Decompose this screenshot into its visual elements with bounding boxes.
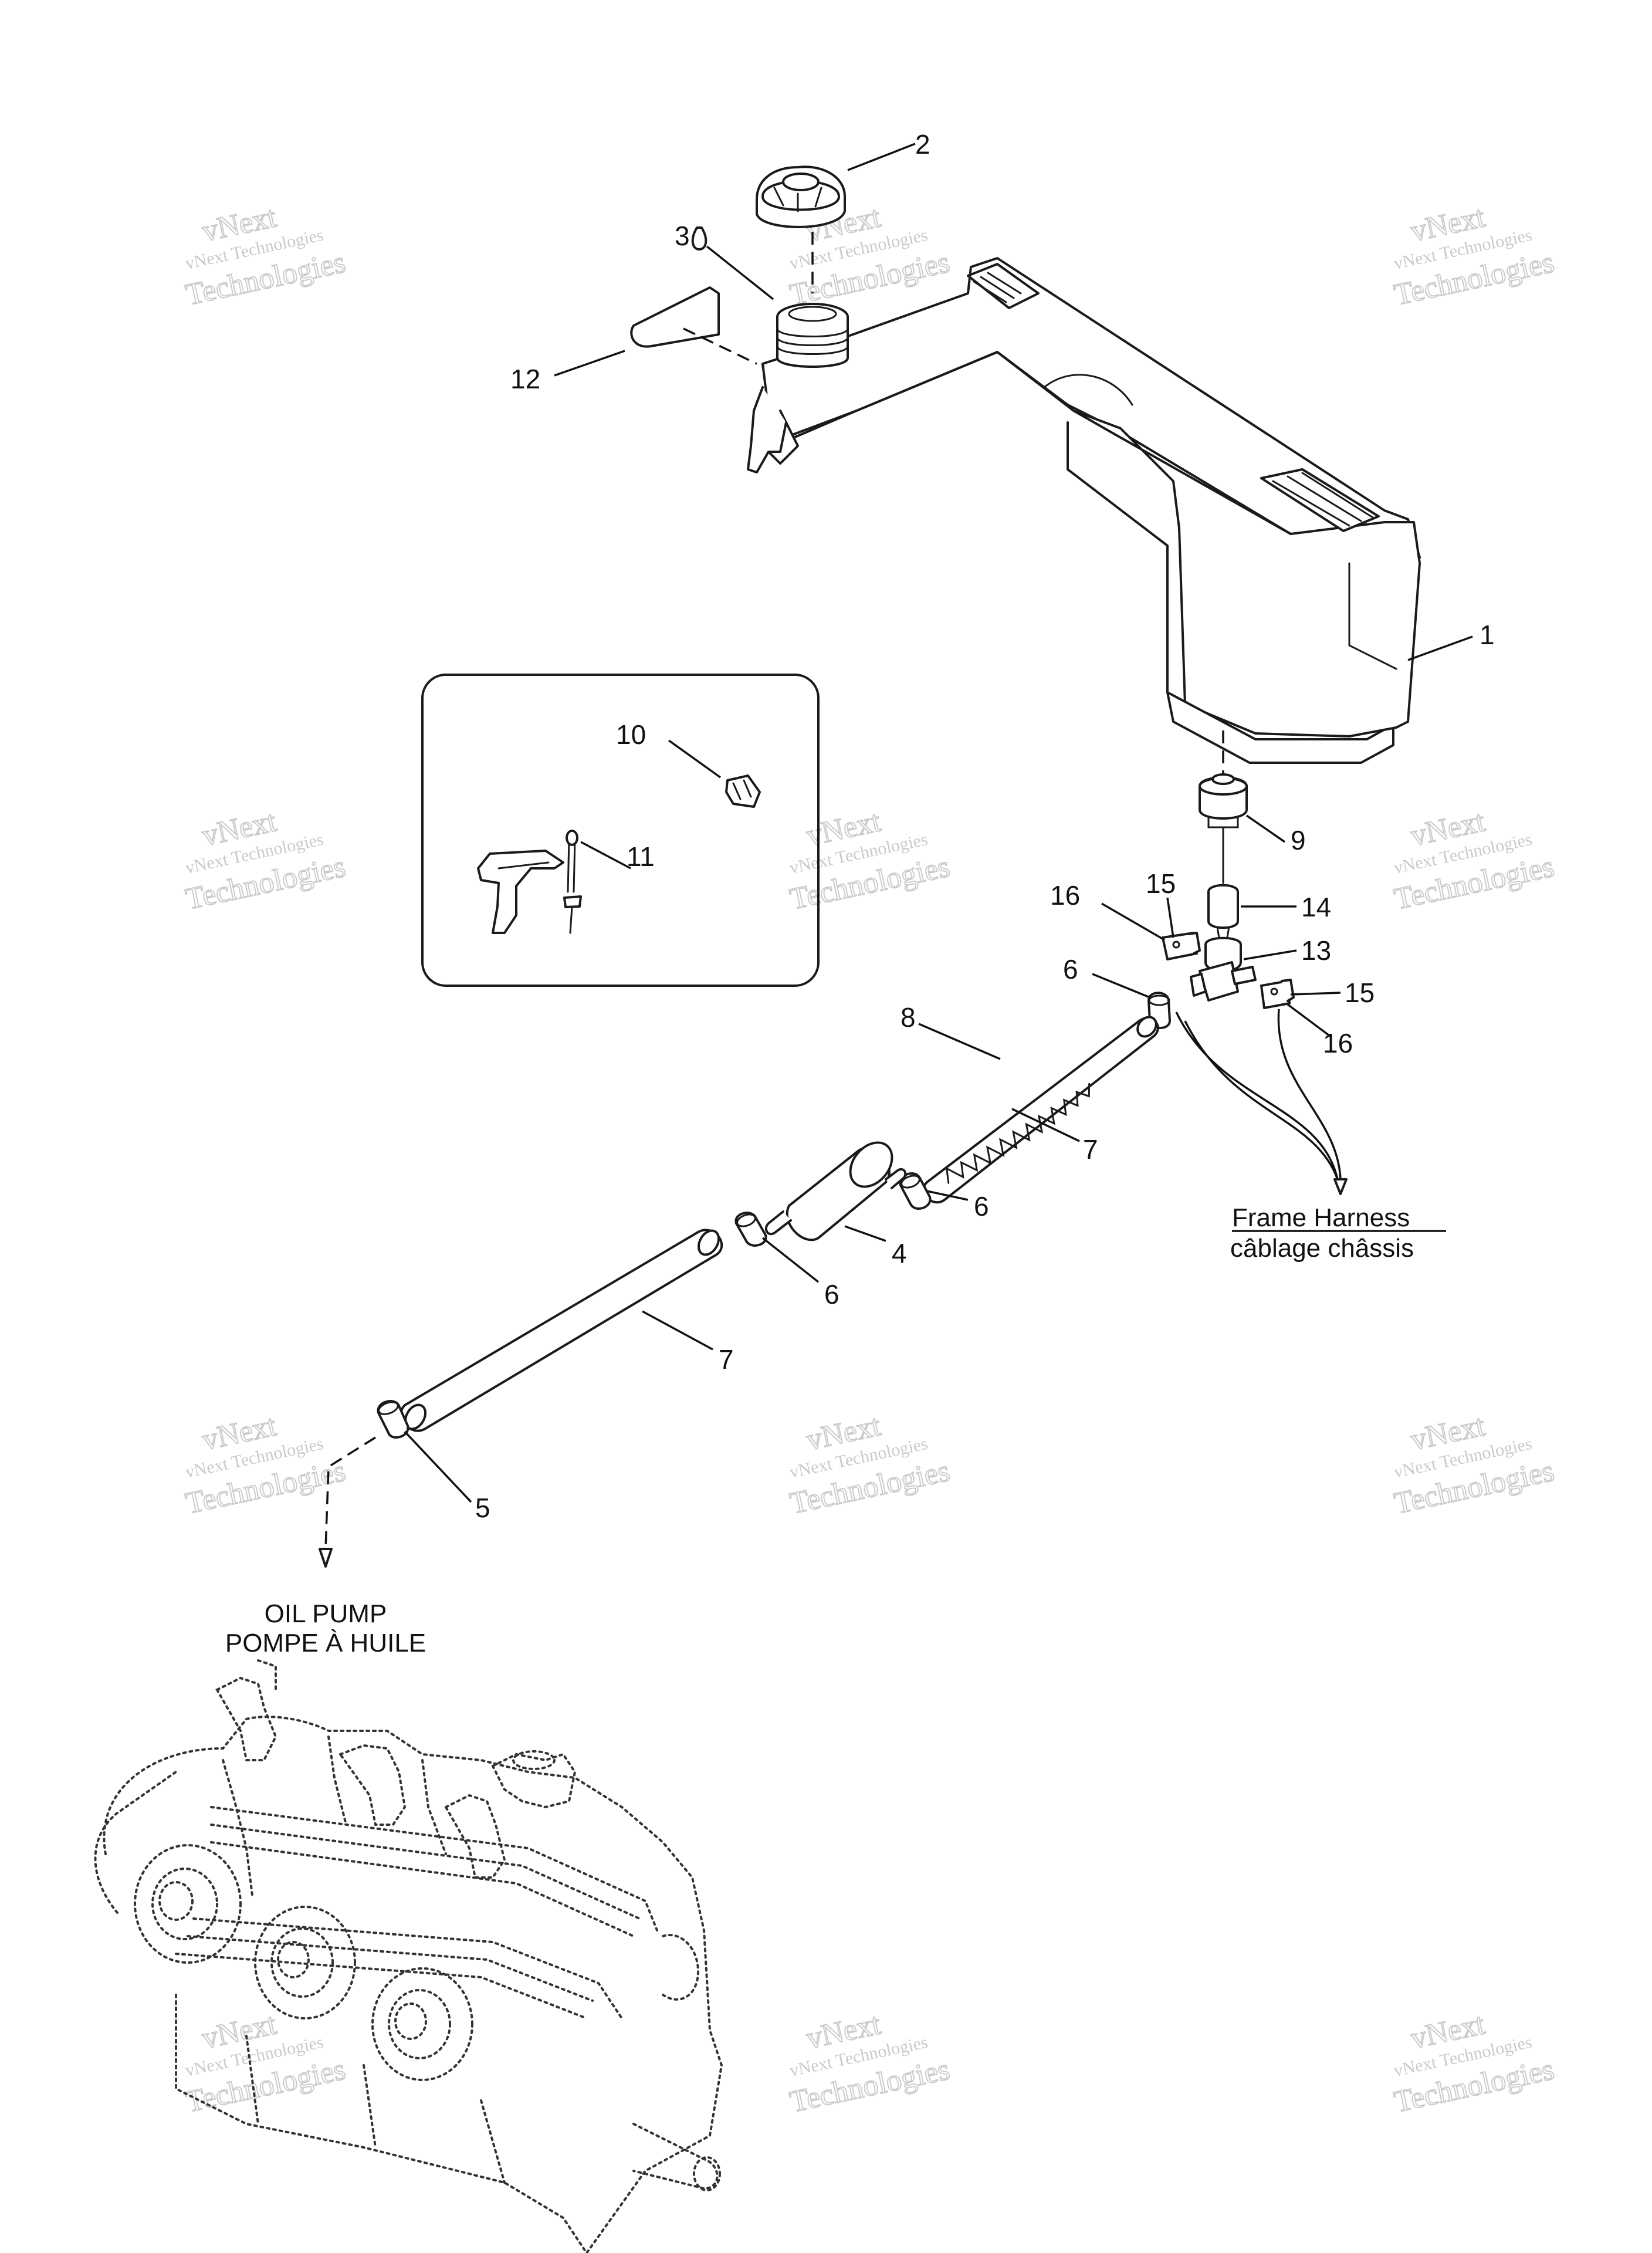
watermark: vNext vNext Technologies Technologies bbox=[787, 2007, 953, 2120]
inset-detail-box bbox=[421, 674, 820, 987]
callout-15-left: 15 bbox=[1146, 868, 1176, 899]
callout-6-upper: 6 bbox=[1063, 954, 1078, 985]
frame-harness-caption: Frame Harness câblage châssis bbox=[1230, 1203, 1446, 1263]
callout-1: 1 bbox=[1480, 620, 1495, 650]
frame-harness-label: Frame Harness bbox=[1232, 1203, 1410, 1232]
to-oil-pump-line bbox=[324, 1436, 376, 1550]
callout-2: 2 bbox=[915, 129, 930, 160]
connector-left-part[interactable] bbox=[1162, 932, 1201, 960]
gasket-part[interactable] bbox=[691, 226, 707, 251]
leader-lines bbox=[404, 143, 1473, 1503]
callout-3: 3 bbox=[675, 221, 690, 251]
callout-14: 14 bbox=[1301, 892, 1331, 922]
callout-7-lower: 7 bbox=[719, 1344, 734, 1375]
callout-11: 11 bbox=[627, 841, 655, 872]
callout-16-right: 16 bbox=[1323, 1028, 1353, 1058]
callout-8: 8 bbox=[901, 1002, 916, 1033]
engine-phantom-drawing bbox=[94, 1659, 723, 2253]
oil-pump-label: OIL PUMP bbox=[265, 1599, 387, 1628]
frame-harness-label-fr: câblage châssis bbox=[1230, 1234, 1414, 1263]
oil-filter-part[interactable] bbox=[764, 1135, 907, 1241]
watermark: vNext vNext Technologies Technologies bbox=[182, 804, 349, 917]
callout-7-upper: 7 bbox=[1083, 1134, 1098, 1165]
callout-13: 13 bbox=[1301, 935, 1331, 966]
watermark: vNext vNext Technologies Technologies bbox=[787, 804, 953, 917]
watermark: vNext vNext Technologies Technologies bbox=[182, 1408, 349, 1521]
clamp-pump-part[interactable] bbox=[377, 1400, 409, 1439]
filler-neck bbox=[776, 303, 849, 368]
harness-wire-left bbox=[1175, 1012, 1339, 1180]
callout-5: 5 bbox=[475, 1493, 490, 1523]
callout-6-middle: 6 bbox=[974, 1191, 989, 1222]
watermark: vNext vNext Technologies Technologies bbox=[1391, 2007, 1558, 2120]
harness-wire-mid bbox=[1184, 1020, 1339, 1180]
harness-arrow-icon bbox=[1333, 1178, 1348, 1195]
sensor-bracket-part[interactable] bbox=[477, 830, 582, 934]
oil-tank-part[interactable] bbox=[747, 257, 1421, 764]
t-fitting-part[interactable] bbox=[1190, 936, 1257, 1002]
level-sensor-part[interactable] bbox=[1207, 826, 1239, 946]
watermark: vNext vNext Technologies Technologies bbox=[1391, 199, 1558, 313]
retainer-clip-part[interactable] bbox=[725, 774, 761, 808]
oil-pump-arrow-icon bbox=[319, 1548, 333, 1568]
callout-4: 4 bbox=[892, 1238, 907, 1268]
filler-cap-part[interactable] bbox=[756, 165, 846, 228]
callout-6-lower: 6 bbox=[824, 1279, 839, 1310]
watermark: vNext vNext Technologies Technologies bbox=[787, 1408, 953, 1521]
watermark-grid: vNext vNext Technologies Technologies vN… bbox=[182, 199, 1558, 2120]
clamp-lower-part[interactable] bbox=[734, 1212, 767, 1247]
callout-labels: 2 3 12 1 10 11 9 14 13 15 16 15 16 6 8 7… bbox=[475, 129, 1495, 1523]
callout-15-right: 15 bbox=[1345, 977, 1375, 1008]
decal-part[interactable] bbox=[630, 286, 720, 348]
decal-placement-line bbox=[683, 327, 757, 365]
grommet-part[interactable] bbox=[1199, 773, 1248, 828]
callout-12: 12 bbox=[510, 364, 540, 394]
watermark: vNext vNext Technologies Technologies bbox=[182, 199, 349, 313]
connector-right-part[interactable] bbox=[1260, 979, 1295, 1009]
oil-pump-caption: OIL PUMP POMPE À HUILE bbox=[225, 1599, 426, 1657]
callout-9: 9 bbox=[1291, 825, 1306, 855]
watermark: vNext vNext Technologies Technologies bbox=[1391, 1408, 1558, 1521]
spring-part[interactable] bbox=[940, 1057, 1095, 1209]
oil-pump-label-fr: POMPE À HUILE bbox=[225, 1629, 426, 1657]
callout-16-left: 16 bbox=[1050, 880, 1080, 911]
watermark: vNext vNext Technologies Technologies bbox=[1391, 804, 1558, 917]
callout-10: 10 bbox=[616, 719, 646, 750]
harness-wire-right bbox=[1277, 1009, 1342, 1180]
